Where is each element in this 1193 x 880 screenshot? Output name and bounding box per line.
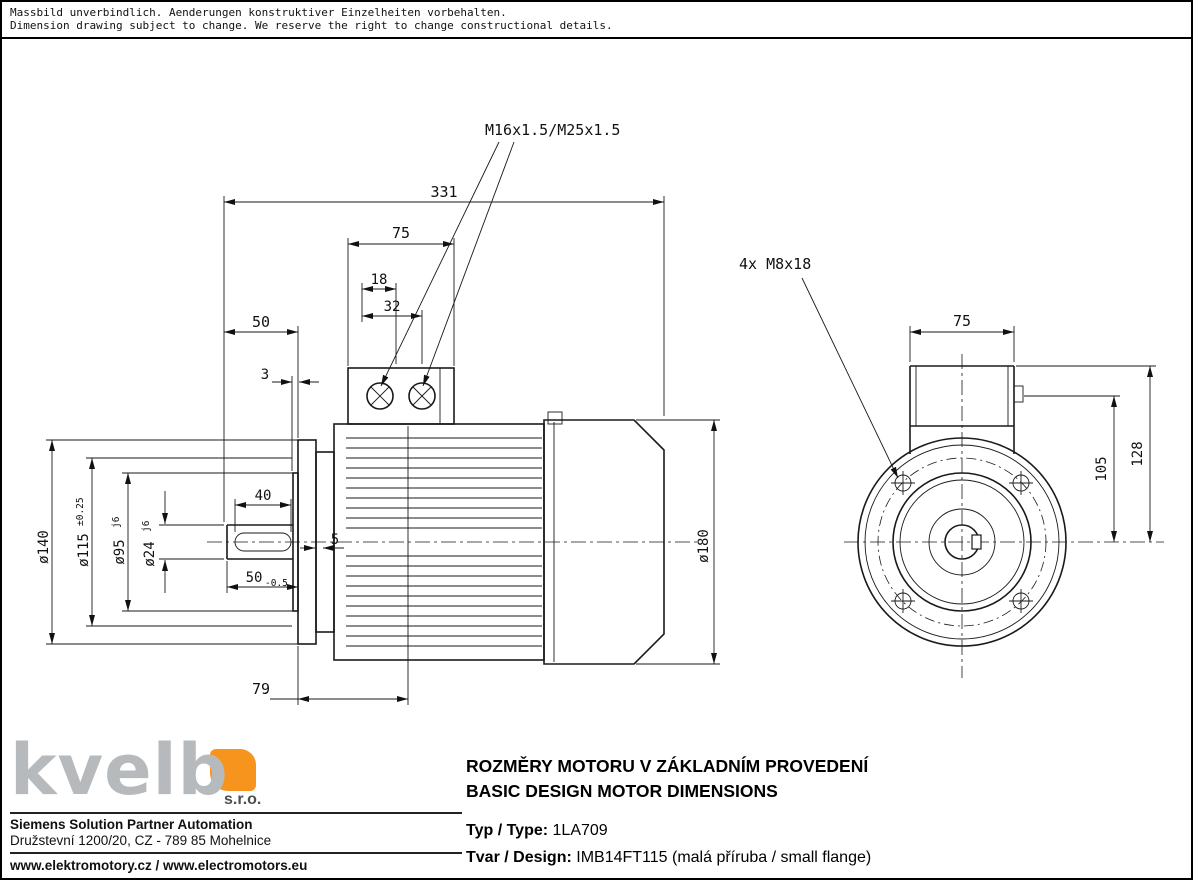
dim-front-box-width: 75 [953, 312, 971, 330]
cooling-fins-upper [346, 437, 542, 529]
front-view-dimensions: 75 105 128 4x M8x18 [739, 255, 1156, 542]
dim-shaft-ext: 50 [246, 570, 263, 586]
bolt-holes [891, 471, 1033, 613]
cable-gland-m25 [408, 382, 436, 410]
dim-flange-lip: 5 [331, 532, 339, 548]
footer: kvelb s.r.o. Siemens Solution Partner Au… [2, 729, 1191, 878]
dim-bolt-circle-tol: ±0.25 [75, 497, 86, 526]
dim-spigot-depth: 3 [261, 367, 269, 383]
lifting-eye [547, 411, 563, 425]
title-block: ROZMĚRY MOTORU V ZÁKLADNÍM PROVEDENÍ BAS… [466, 754, 1186, 878]
cooling-fins-lower [346, 555, 542, 647]
divider-line [10, 812, 462, 814]
drawing-title-en: BASIC DESIGN MOTOR DIMENSIONS [466, 781, 778, 801]
logo-orange-square [210, 749, 256, 791]
dim-box-center: 79 [252, 680, 270, 698]
address-line: Družstevní 1200/20, CZ - 789 85 Mohelnic… [10, 833, 272, 848]
motor-dimension-drawing: 331 75 18 32 50 3 [36, 121, 1164, 705]
dim-shaft-dia: ø24 [142, 541, 158, 566]
divider-line [10, 852, 462, 854]
gland-thread-label: M16x1.5/M25x1.5 [485, 121, 620, 139]
gland-knob [1013, 385, 1024, 403]
keyway-front [971, 534, 982, 550]
dim-key-length: 40 [255, 488, 272, 504]
side-view [207, 367, 697, 665]
dim-center-to-top: 128 [1130, 441, 1146, 466]
company-logo: kvelb s.r.o. [10, 729, 462, 811]
type-value: 1LA709 [548, 822, 608, 839]
design-label: Tvar / Design: [466, 849, 572, 866]
dim-spigot-dia: ø95 [112, 539, 128, 564]
partner-line: Siemens Solution Partner Automation [10, 817, 253, 832]
dim-shaft-tol: j6 [141, 520, 152, 532]
dim-center-to-gland: 105 [1094, 456, 1110, 481]
dim-box-width: 75 [392, 224, 410, 242]
dim-shaft-length: 50 [252, 313, 270, 331]
bolt-spec-label: 4x M8x18 [739, 255, 811, 273]
dim-bolt-circle: ø115 [76, 533, 92, 567]
dim-overall-length: 331 [430, 183, 457, 201]
dim-cowl-dia: ø180 [696, 529, 712, 563]
terminal-box [347, 367, 455, 425]
motor-design-line: Tvar / Design: IMB14FT115 (malá příruba … [466, 849, 871, 867]
disclaimer-block: Massbild unverbindlich. Aenderungen kons… [2, 2, 1191, 39]
dim-flange-od: ø140 [36, 530, 52, 564]
terminal-box-front [909, 365, 1024, 454]
cable-gland-m16 [366, 382, 394, 410]
logo-suffix: s.r.o. [224, 791, 262, 808]
dim-shaft-ext-tol: -0.5 [265, 578, 288, 589]
fan-cowl [543, 419, 665, 665]
front-view [844, 354, 1164, 678]
motor-type-line: Typ / Type: 1LA709 [466, 822, 608, 840]
design-value: IMB14FT115 (malá příruba / small flange) [571, 849, 872, 866]
flange-outline [857, 437, 1067, 647]
dim-gland-spacing: 32 [384, 299, 401, 315]
drawing-title-cs: ROZMĚRY MOTORU V ZÁKLADNÍM PROVEDENÍ [466, 756, 869, 776]
type-label: Typ / Type: [466, 822, 549, 839]
website-links[interactable]: www.elektromotory.cz / www.electromotors… [10, 858, 308, 873]
side-view-dimensions: 331 75 18 32 50 3 [36, 121, 720, 705]
spigot-circle [892, 472, 1032, 612]
logo-wordmark: kvelb [10, 729, 229, 811]
company-block: kvelb s.r.o. Siemens Solution Partner Au… [10, 729, 462, 874]
bolt-circle [877, 457, 1047, 627]
disclaimer-line-en: Dimension drawing subject to change. We … [10, 19, 613, 32]
keyway [234, 532, 292, 552]
dim-gland-offset: 18 [371, 272, 388, 288]
disclaimer-line-de: Massbild unverbindlich. Aenderungen kons… [10, 6, 507, 19]
dim-spigot-tol: j6 [111, 516, 122, 528]
